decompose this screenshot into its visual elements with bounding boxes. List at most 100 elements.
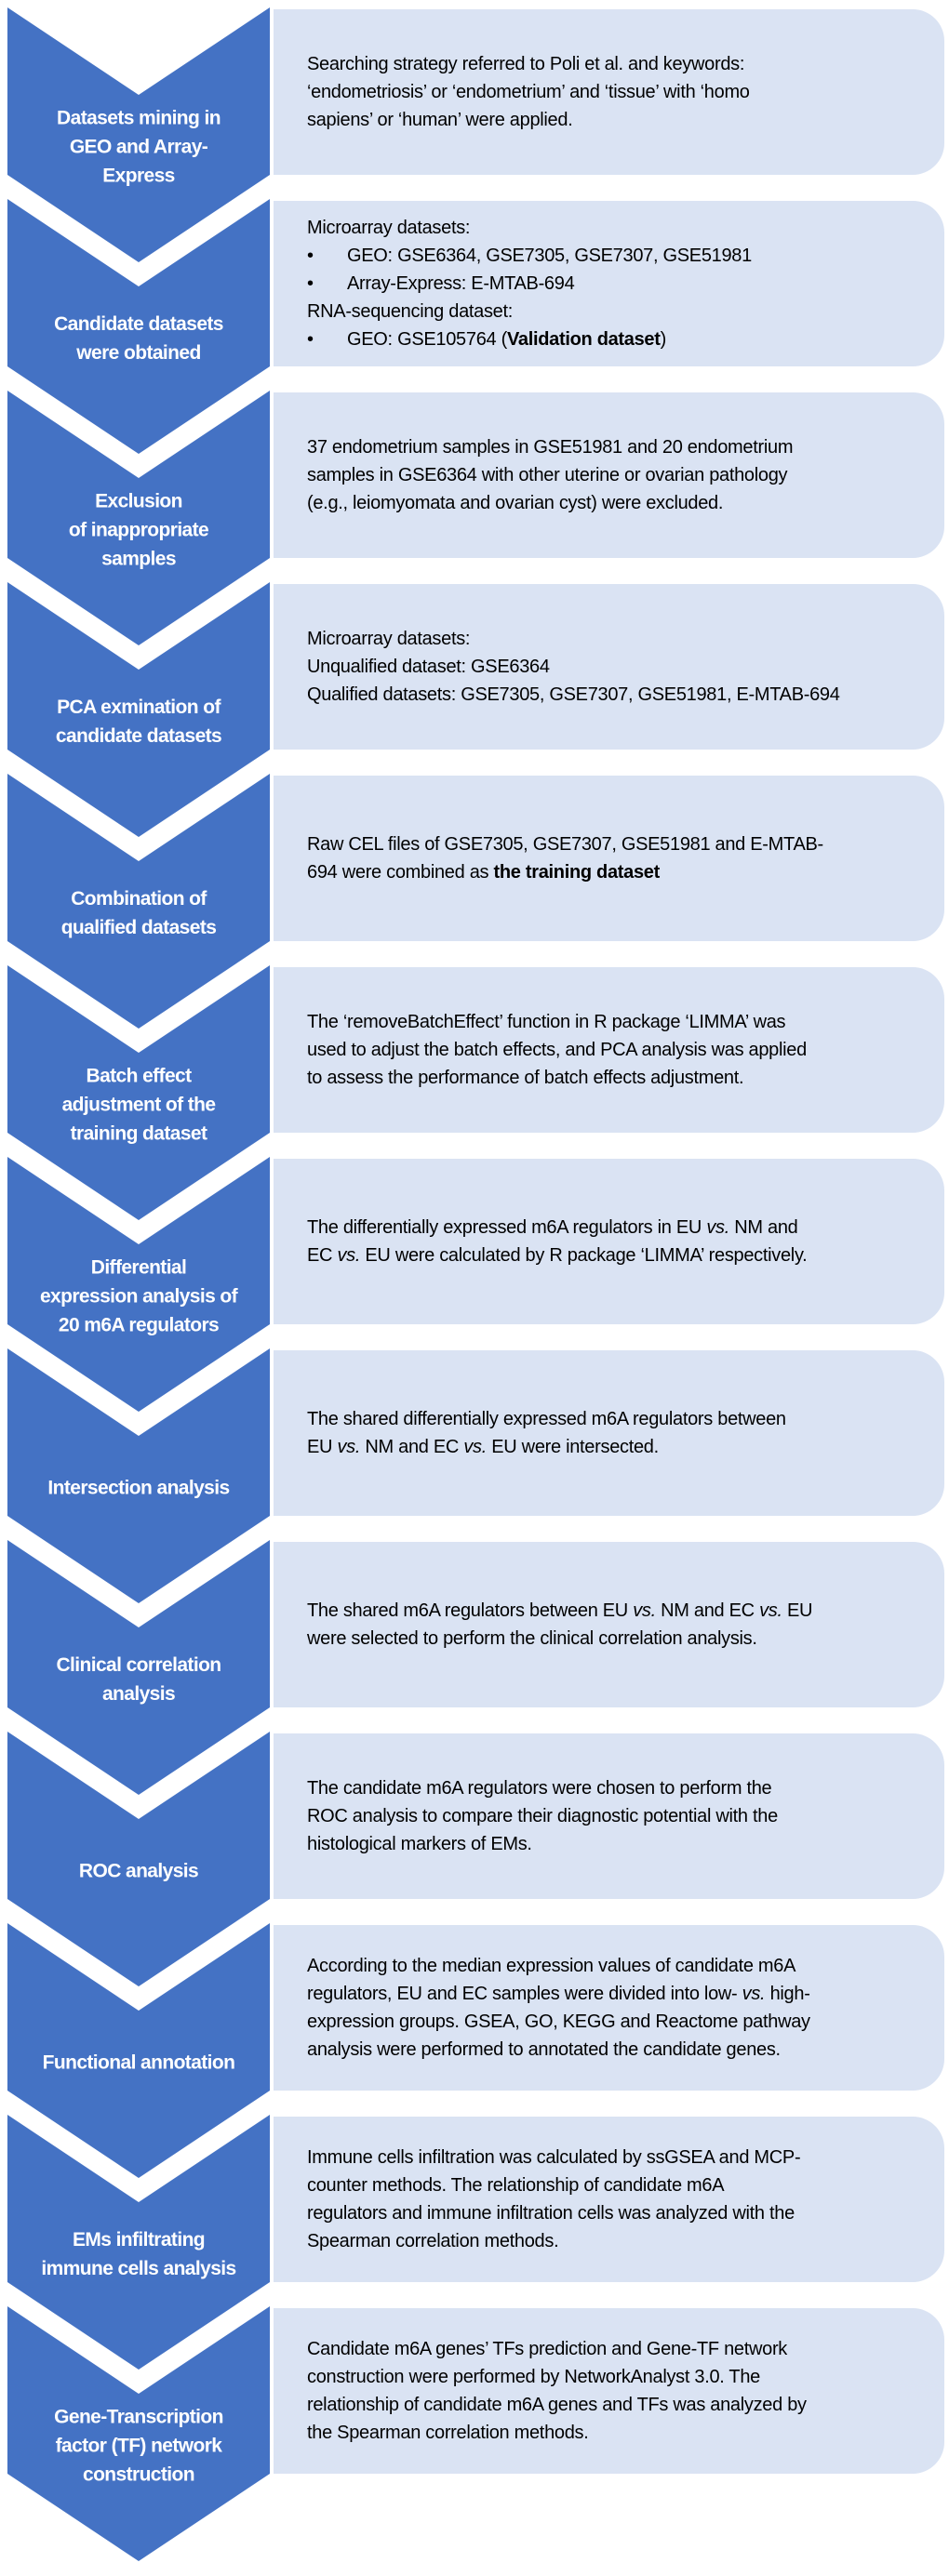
step-label: ROC analysis [7, 1857, 270, 1886]
step-label-line: Candidate datasets [54, 313, 223, 335]
description-line: Qualified datasets: GSE7305, GSE7307, GS… [307, 681, 944, 709]
description-line: Raw CEL files of GSE7305, GSE7307, GSE51… [307, 830, 944, 858]
text-segment: EU were intersected. [486, 1437, 659, 1457]
step-label: Intersection analysis [7, 1474, 270, 1503]
description-line: counter methods. The relationship of can… [307, 2171, 944, 2199]
description-line: used to adjust the batch effects, and PC… [307, 1036, 944, 1064]
description-line: (e.g., leiomyomata and ovarian cyst) wer… [307, 489, 944, 517]
step-label-line: adjustment of the [61, 1094, 216, 1116]
text-segment: were selected to perform the clinical co… [307, 1628, 757, 1649]
chevron-shape [7, 965, 270, 1220]
text-segment: regulators, EU and EC samples were divid… [307, 1984, 742, 2004]
description-line: Microarray datasets: [307, 625, 944, 653]
description-line: sapiens’ or ‘human’ were applied. [307, 106, 944, 134]
text-segment: Microarray datasets: [307, 629, 471, 649]
text-segment: Microarray datasets: [307, 218, 471, 238]
step-label-line: Clinical correlation [56, 1654, 221, 1676]
text-segment: The differentially expressed m6A regulat… [307, 1217, 707, 1238]
text-segment: 37 endometrium samples in GSE51981 and 2… [307, 437, 794, 458]
description-line: ‘endometriosis’ or ‘endometrium’ and ‘ti… [307, 78, 944, 106]
workflow-step: PCA exmination of candidate datasets Micro… [0, 582, 949, 837]
description-line: The differentially expressed m6A regulat… [307, 1214, 944, 1242]
step-label: Clinical correlation analysis [7, 1651, 270, 1708]
text-segment: used to adjust the batch effects, and PC… [307, 1040, 807, 1060]
text-segment: Unqualified dataset: GSE6364 [307, 657, 550, 677]
chevron-arrow-icon [7, 199, 270, 454]
step-description-box: The candidate m6A regulators were chosen… [274, 1733, 944, 1899]
chevron-arrow-icon [7, 1923, 270, 2178]
step-label-line: Batch effect [86, 1065, 193, 1087]
chevron-shape [7, 7, 270, 262]
text-segment: the Spearman correlation methods. [307, 2423, 589, 2443]
step-description-box: According to the median expression value… [274, 1925, 944, 2091]
step-description-box: Candidate m6A genes’ TFs prediction and … [274, 2308, 944, 2474]
text-segment: GEO: GSE105764 ( [347, 329, 507, 350]
description-line: EU vs. NM and EC vs. EU were intersected… [307, 1433, 944, 1461]
description-line: Microarray datasets: [307, 214, 944, 242]
step-label-line: analysis [101, 1683, 176, 1705]
step-label-line: Combination of [71, 888, 207, 910]
text-segment: The shared m6A regulators between EU [307, 1600, 634, 1621]
text-segment: high- [765, 1984, 810, 2004]
description-line: Spearman correlation methods. [307, 2227, 944, 2255]
step-label-line: immune cells analysis [41, 2258, 236, 2279]
description-line: 694 were combined as the training datase… [307, 858, 944, 886]
description-line: RNA-sequencing dataset: [307, 298, 944, 325]
description-line: The shared differentially expressed m6A … [307, 1405, 944, 1433]
chevron-shape [7, 774, 270, 1029]
text-segment: NM and [728, 1217, 798, 1238]
chevron-arrow-icon [7, 774, 270, 1029]
description-line: The candidate m6A regulators were chosen… [307, 1774, 944, 1802]
bullet-icon: • [307, 246, 314, 266]
step-description-box: Microarray datasets:•GEO: GSE6364, GSE73… [274, 201, 944, 366]
step-label-line: PCA exmination of [57, 697, 221, 718]
text-segment: Immune cells infiltration was calculated… [307, 2147, 801, 2168]
text-segment: ROC analysis to compare their diagnostic… [307, 1806, 778, 1826]
step-label-line: ROC analysis [78, 1860, 199, 1882]
description-line: The shared m6A regulators between EU vs.… [307, 1597, 944, 1625]
text-segment: histological markers of EMs. [307, 1834, 532, 1854]
description-line: expression groups. GSEA, GO, KEGG and Re… [307, 2008, 944, 2036]
bullet-icon: • [307, 273, 314, 294]
text-segment: Raw CEL files of GSE7305, GSE7307, GSE51… [307, 834, 823, 855]
step-label-line: expression analysis of [39, 1285, 238, 1308]
text-segment: EU [307, 1437, 338, 1457]
step-description-box: The shared differentially expressed m6A … [274, 1350, 944, 1516]
text-segment: vs. [633, 1600, 656, 1621]
workflow-step: Clinical correlation analysis The shared m… [0, 1540, 949, 1795]
chevron-shape [7, 2115, 270, 2370]
chevron-arrow-icon [7, 2115, 270, 2370]
text-segment: Array-Express: E-MTAB-694 [347, 273, 575, 294]
step-description-box: The shared m6A regulators between EU vs.… [274, 1542, 944, 1707]
text-segment: The shared differentially expressed m6A … [307, 1409, 786, 1429]
step-label-line: candidate datasets [55, 725, 222, 747]
step-label-line: Differential [90, 1256, 187, 1279]
text-segment: 694 were combined as [307, 862, 494, 883]
text-segment: ) [660, 329, 667, 350]
chevron-arrow-icon [7, 1348, 270, 1603]
chevron-arrow-icon [7, 7, 270, 262]
description-line: 37 endometrium samples in GSE51981 and 2… [307, 433, 944, 461]
description-line: Searching strategy referred to Poli et a… [307, 50, 944, 78]
description-line: Candidate m6A genes’ TFs prediction and … [307, 2335, 944, 2363]
step-label-line: Datasets mining in [57, 107, 221, 129]
step-description-box: Searching strategy referred to Poli et a… [274, 9, 944, 175]
step-label-line: GEO and Array- [69, 136, 208, 158]
text-segment: Spearman correlation methods. [307, 2231, 559, 2251]
chevron-shape [7, 391, 270, 645]
text-segment: NM and EC [360, 1437, 464, 1457]
text-segment: vs. [742, 1984, 766, 2004]
description-line: regulators, EU and EC samples were divid… [307, 1980, 944, 2008]
text-segment: EC [307, 1245, 338, 1266]
